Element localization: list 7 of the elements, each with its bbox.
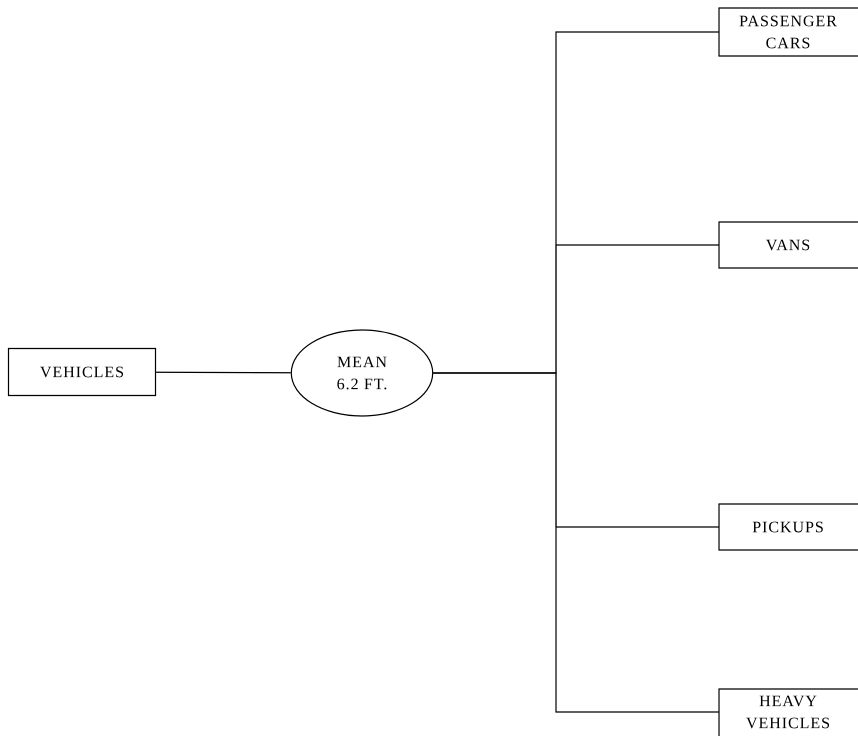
category-box: VANS [718,221,858,269]
label-box: VEHICLES [8,348,156,396]
connector-line [156,372,291,374]
category-box: PASSENGER CARS [718,7,858,57]
connector-line [433,372,720,713]
category-box: PICKUPS [718,503,858,551]
category-box: HEAVY VEHICLES [718,688,858,736]
